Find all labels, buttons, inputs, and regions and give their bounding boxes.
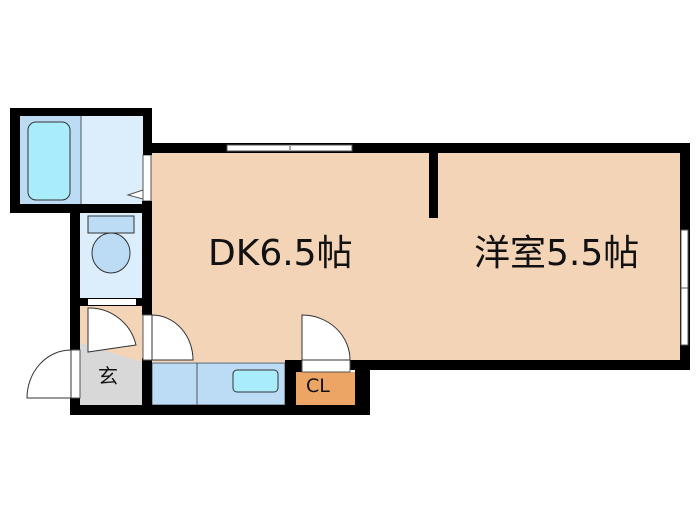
dk-label: DK6.5帖 — [208, 233, 353, 274]
window-top — [226, 144, 353, 152]
closet-door — [301, 314, 351, 373]
bathtub — [27, 121, 71, 201]
dk-door — [142, 314, 194, 361]
kitchen-sink — [232, 369, 279, 393]
entrance-door — [26, 349, 81, 399]
dk-floor — [150, 150, 682, 362]
entrance-label: 玄 — [98, 364, 118, 388]
western-room-label: 洋室5.5帖 — [474, 233, 640, 274]
toilet-door — [87, 299, 137, 353]
toilet-tank — [87, 215, 135, 234]
window-right — [680, 229, 689, 346]
closet-label: CL — [306, 375, 330, 397]
closet-floor — [296, 372, 355, 405]
toilet-bowl — [91, 232, 131, 274]
entrance-floor — [80, 343, 142, 405]
